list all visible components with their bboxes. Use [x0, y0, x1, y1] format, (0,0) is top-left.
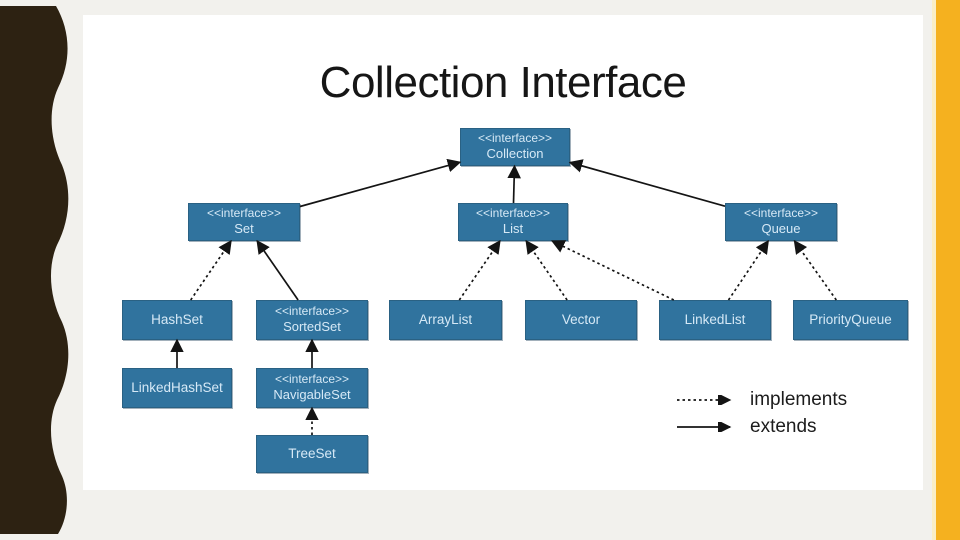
legend-extends-label: extends — [750, 415, 817, 437]
stereotype-label: <<interface>> — [274, 304, 350, 319]
class-name-label: ArrayList — [418, 311, 473, 327]
legend-row-extends: extends — [676, 413, 847, 440]
node-priorityqueue: PriorityQueue — [793, 300, 908, 340]
class-name-label: Set — [234, 221, 254, 237]
stereotype-label: <<interface>> — [475, 206, 551, 221]
class-name-label: Collection — [486, 146, 544, 162]
stereotype-label: <<interface>> — [743, 206, 819, 221]
stereotype-label: <<interface>> — [274, 372, 350, 387]
class-name-label: SortedSet — [283, 319, 341, 335]
node-queue: <<interface>>Queue — [725, 203, 837, 241]
node-arraylist: ArrayList — [389, 300, 502, 340]
node-collection: <<interface>>Collection — [460, 128, 570, 166]
node-list: <<interface>>List — [458, 203, 568, 241]
implements-arrow-icon — [677, 394, 732, 405]
legend-implements-label: implements — [750, 388, 848, 410]
node-navigableset: <<interface>>NavigableSet — [256, 368, 368, 408]
node-set: <<interface>>Set — [188, 203, 300, 241]
legend: implements extends — [676, 386, 847, 440]
class-name-label: LinkedHashSet — [131, 379, 223, 395]
left-wave-decoration — [0, 6, 69, 534]
class-name-label: HashSet — [151, 311, 203, 327]
stereotype-label: <<interface>> — [206, 206, 282, 221]
class-name-label: TreeSet — [288, 445, 336, 461]
class-name-label: LinkedList — [684, 311, 746, 327]
node-linkedlist: LinkedList — [659, 300, 771, 340]
class-name-label: Vector — [561, 311, 601, 327]
node-linkedhashset: LinkedHashSet — [122, 368, 232, 408]
slide-title: Collection Interface — [319, 58, 687, 107]
class-name-label: Queue — [761, 221, 801, 237]
node-treeset: TreeSet — [256, 435, 368, 473]
class-name-label: NavigableSet — [273, 387, 351, 403]
stereotype-label: <<interface>> — [477, 131, 553, 146]
node-hashset: HashSet — [122, 300, 232, 340]
extends-arrow-icon — [677, 421, 732, 432]
node-sortedset: <<interface>>SortedSet — [256, 300, 368, 340]
legend-row-implements: implements — [676, 386, 847, 413]
node-vector: Vector — [525, 300, 637, 340]
class-name-label: PriorityQueue — [809, 311, 892, 327]
class-name-label: List — [502, 221, 524, 237]
right-accent-bar — [932, 0, 960, 540]
